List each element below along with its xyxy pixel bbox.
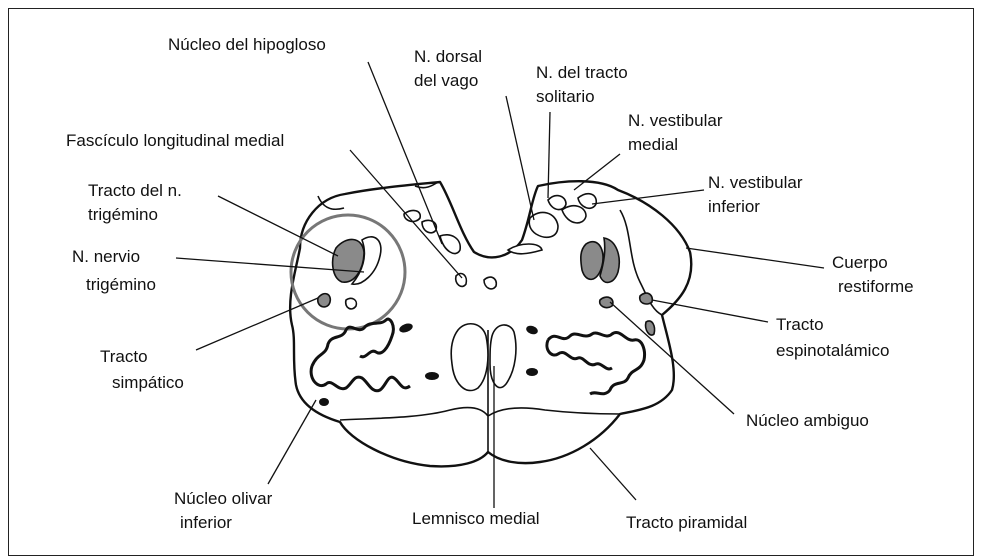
leader-tracto-solitario	[548, 112, 550, 198]
leader-lines	[176, 62, 824, 508]
label-piramidal: Tracto piramidal	[626, 513, 747, 532]
hypoglossal-nucleus-left	[440, 235, 460, 254]
trigeminal-tract-right	[581, 242, 603, 280]
label-lemnisco: Lemnisco medial	[412, 509, 540, 528]
label-hipogloso: Núcleo del hipogloso	[168, 35, 326, 54]
label-tracto-solitario-2: solitario	[536, 87, 595, 106]
leader-ambiguo	[610, 302, 734, 414]
label-espinotalamico-1: Tracto	[776, 315, 824, 334]
dot-5	[319, 398, 329, 406]
label-espinotalamico-2: espinotalámico	[776, 341, 889, 360]
dot-4	[526, 368, 538, 376]
sympathetic-tract-left	[318, 294, 331, 307]
inferior-olive-left	[311, 319, 410, 391]
medial-lemniscus-left	[451, 324, 488, 391]
leader-espinotalamico	[652, 300, 768, 322]
label-vestibular-inferior-2: inferior	[708, 197, 760, 216]
label-olivar-1: Núcleo olivar	[174, 489, 273, 508]
label-dorsal-vago-2: del vago	[414, 71, 478, 90]
small-nucleus-left	[346, 298, 357, 308]
vestibular-inferior-right	[578, 194, 596, 209]
leader-olivar	[268, 400, 316, 484]
pyramid-border	[340, 408, 620, 452]
leader-vestibular-medial	[574, 154, 620, 190]
lateral-grey-right	[646, 321, 655, 335]
medulla-outline	[290, 181, 691, 466]
vestibular-medial-right	[562, 206, 586, 223]
label-nervio-trigemino-1: N. nervio	[72, 247, 140, 266]
label-tracto-simpatico-2: simpático	[112, 373, 184, 392]
dot-3	[525, 324, 539, 336]
dorsal-nucleus-left-1	[404, 211, 420, 222]
solitary-nucleus-right	[548, 196, 566, 210]
label-vestibular-medial-2: medial	[628, 135, 678, 154]
spinothalamic-tract-right	[640, 293, 653, 304]
label-cuerpo-restiforme-1: Cuerpo	[832, 253, 888, 272]
leader-cuerpo-restiforme	[686, 248, 824, 268]
label-olivar-2: inferior	[180, 513, 232, 532]
inferior-olive-right	[547, 332, 645, 394]
label-vestibular-medial-1: N. vestibular	[628, 111, 723, 130]
trigeminal-nucleus-right	[600, 238, 619, 282]
label-vestibular-inferior-1: N. vestibular	[708, 173, 803, 192]
mlf-left	[456, 274, 467, 287]
label-tracto-trigemino-1: Tracto del n.	[88, 181, 182, 200]
label-dorsal-vago-1: N. dorsal	[414, 47, 482, 66]
label-fasciculo: Fascículo longitudinal medial	[66, 131, 284, 150]
leader-tracto-simpatico	[196, 298, 318, 350]
mlf-right	[484, 277, 496, 289]
label-tracto-solitario-1: N. del tracto	[536, 63, 628, 82]
dorsal-nucleus-left-2	[422, 220, 436, 232]
dot-1	[398, 322, 414, 334]
label-tracto-trigemino-2: trigémino	[88, 205, 158, 224]
leader-vestibular-inferior	[592, 190, 704, 204]
dot-2	[425, 372, 439, 380]
leader-dorsal-vago	[506, 96, 534, 220]
leader-piramidal	[590, 448, 636, 500]
medulla-section	[290, 181, 691, 466]
label-nervio-trigemino-2: trigémino	[86, 275, 156, 294]
hypoglossal-nucleus-right	[508, 244, 542, 254]
label-tracto-simpatico-1: Tracto	[100, 347, 148, 366]
label-ambiguo: Núcleo ambiguo	[746, 411, 869, 430]
label-cuerpo-restiforme-2: restiforme	[838, 277, 914, 296]
